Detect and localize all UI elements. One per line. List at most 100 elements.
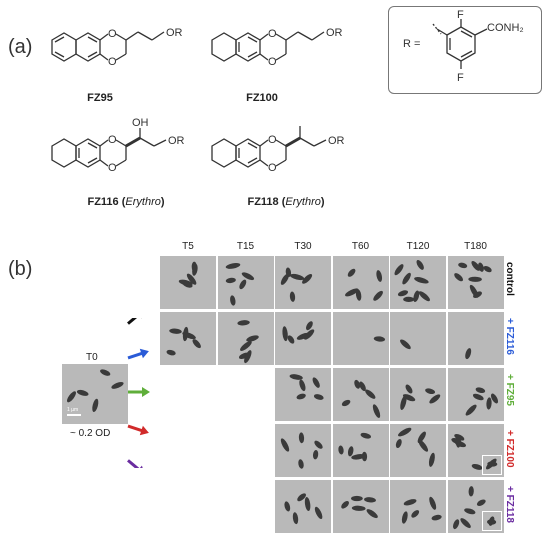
bacterial-cell [402, 272, 411, 285]
atom-o: O [108, 28, 117, 40]
bacterial-cell [298, 459, 304, 469]
bacterial-cell [304, 496, 311, 512]
bacterial-cell [417, 431, 426, 444]
bacterial-cell [92, 398, 99, 413]
micrograph-tile [332, 424, 389, 477]
micrograph-tile [160, 256, 216, 309]
micrograph-tile [332, 480, 389, 533]
micrograph-tile [275, 368, 331, 421]
panel-a-label: (a) [8, 36, 33, 58]
bacterial-cell [400, 395, 407, 410]
atom-o: O [268, 162, 277, 174]
bacterial-cell [287, 335, 295, 344]
bacterial-cell [312, 377, 320, 388]
condition-label: + FZ116 [504, 318, 515, 355]
atom-o: O [108, 134, 117, 146]
bacterial-cell [305, 321, 313, 331]
bacterial-cell [280, 438, 290, 452]
bacterial-cell [314, 506, 323, 520]
atom-f: F [457, 72, 464, 84]
bacterial-cell [340, 501, 349, 509]
treatment-arrow [128, 387, 150, 397]
bacterial-cell [192, 339, 201, 349]
micrograph-tile [332, 256, 389, 309]
micrograph-tile [275, 424, 331, 477]
bacterial-cell [372, 290, 383, 301]
bacterial-cell [418, 439, 429, 452]
bacterial-cell [245, 335, 259, 342]
bacterial-cell [229, 295, 236, 306]
fz116-structure: O O OH OR [51, 117, 185, 174]
bacterial-cell [488, 516, 494, 526]
bacterial-cell [239, 341, 252, 351]
compound-label-fz95: FZ95 [87, 92, 113, 104]
timepoint-label: T120 [406, 241, 430, 252]
bacterial-cell [403, 296, 415, 303]
bacterial-cell [402, 394, 416, 402]
bacterial-cell [100, 369, 111, 376]
bacterial-cell [411, 510, 420, 518]
bacterial-cell [486, 461, 497, 467]
bacterial-cell [169, 328, 182, 334]
bacterial-cell [470, 261, 480, 271]
bacterial-cell [296, 332, 310, 340]
fz118-structure: O O OR [211, 126, 345, 174]
atom-or: OR [166, 27, 183, 39]
t0-od-label: ~ 0.2 OD [70, 428, 111, 439]
micrograph-tile [390, 312, 446, 365]
atom-o: O [108, 162, 117, 174]
bacterial-cell [452, 519, 459, 530]
timepoint-label: T15 [236, 241, 255, 252]
bacterial-cell [405, 384, 413, 394]
bacterial-cell [465, 404, 477, 416]
bacterial-cell [394, 264, 404, 276]
treatment-arrow [127, 459, 143, 468]
bacterial-cell [284, 501, 291, 512]
bacterial-cell [313, 394, 324, 400]
fz95-structure: O O OR [51, 27, 183, 68]
bacterial-cell [297, 493, 306, 502]
bacterial-cell [418, 291, 430, 302]
bacterial-cell [241, 272, 254, 281]
bacterial-cell [225, 262, 240, 269]
micrograph-tile [332, 312, 389, 365]
bacterial-cell [186, 273, 197, 285]
bacterial-cell [429, 496, 437, 510]
compound-label-fz116: FZ116 (Erythro) [87, 196, 165, 208]
bacterial-cell [454, 441, 466, 448]
bacterial-cell [398, 427, 412, 437]
condition-label: control [504, 262, 515, 296]
r-group-box: R = F CONH₂ F [388, 6, 542, 94]
bacterial-cell [225, 277, 236, 284]
bacterial-cell [429, 394, 441, 404]
bacterial-cell [351, 505, 366, 511]
atom-o: O [268, 134, 277, 146]
micrograph-tile [275, 312, 331, 365]
bacterial-cell [299, 379, 306, 392]
bacterial-cell [472, 393, 484, 401]
bacterial-cell [373, 336, 385, 342]
bacterial-cell [413, 290, 420, 303]
atom-conh2: CONH₂ [487, 22, 524, 34]
r-equals: R = [403, 38, 420, 50]
bacterial-cell [401, 511, 408, 524]
timepoint-label: T30 [294, 241, 312, 252]
bacterial-cell [414, 277, 429, 284]
bacterial-cell [314, 440, 323, 449]
bacterial-cell [490, 393, 498, 404]
bacterial-cell [280, 273, 289, 285]
bacterial-cell [425, 388, 436, 395]
bacterial-cell [298, 432, 305, 444]
bacterial-cell [485, 397, 492, 410]
bacterial-cell [341, 399, 350, 407]
bacterial-cell [350, 454, 365, 460]
inset-micrograph [481, 511, 502, 531]
bacterial-cell [477, 262, 484, 272]
bacterial-cell [355, 289, 361, 301]
compound-label-fz118: FZ118 (Erythro) [247, 196, 325, 208]
bacterial-cell [375, 270, 382, 282]
atom-or: OR [326, 27, 343, 39]
bacterial-cell [459, 518, 471, 529]
bacterial-cell [363, 497, 376, 503]
inset-micrograph [481, 455, 502, 475]
